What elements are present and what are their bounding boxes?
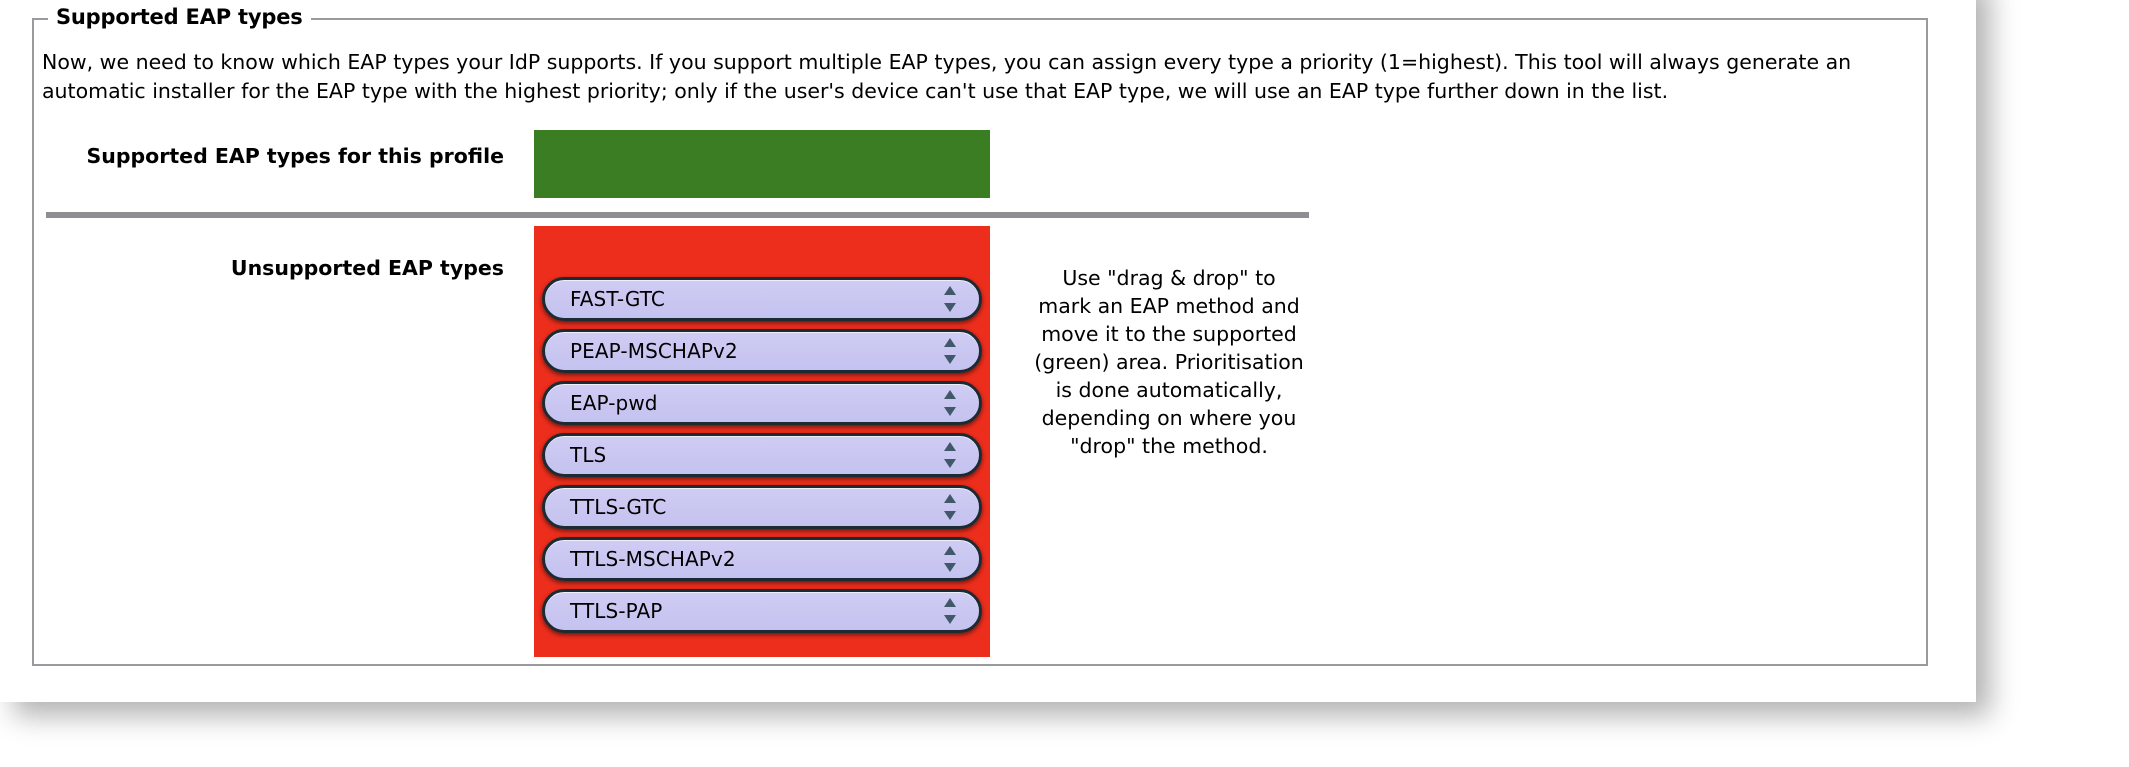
arrow-down-icon xyxy=(944,355,956,364)
supported-eap-types-fieldset: Supported EAP types Now, we need to know… xyxy=(32,5,1928,666)
eap-method-button[interactable]: FAST-GTC xyxy=(542,277,982,321)
eap-method-label: TTLS-GTC xyxy=(570,495,667,519)
eap-method-label: EAP-pwd xyxy=(570,391,658,415)
eap-method-button[interactable]: TTLS-PAP xyxy=(542,589,982,633)
updown-arrows-icon[interactable] xyxy=(943,442,957,468)
updown-arrows-icon[interactable] xyxy=(943,546,957,572)
arrow-down-icon xyxy=(944,615,956,624)
eap-method-button[interactable]: TTLS-MSCHAPv2 xyxy=(542,537,982,581)
eap-method-button[interactable]: EAP-pwd xyxy=(542,381,982,425)
updown-arrows-icon[interactable] xyxy=(943,598,957,624)
updown-arrows-icon[interactable] xyxy=(943,286,957,312)
intro-paragraph: Now, we need to know which EAP types you… xyxy=(42,50,1852,103)
eap-method-label: PEAP-MSCHAPv2 xyxy=(570,339,738,363)
arrow-down-icon xyxy=(944,563,956,572)
eap-method-button[interactable]: TTLS-GTC xyxy=(542,485,982,529)
unsupported-eap-types-label: Unsupported EAP types xyxy=(230,256,504,280)
arrow-down-icon xyxy=(944,407,956,416)
arrow-up-icon xyxy=(944,546,956,555)
window-shell: Supported EAP types Now, we need to know… xyxy=(32,5,1928,666)
arrow-up-icon xyxy=(944,494,956,503)
eap-method-label: TLS xyxy=(570,443,607,467)
section-divider xyxy=(46,212,1309,218)
supported-eap-types-label: Supported EAP types for this profile xyxy=(86,144,504,168)
arrow-down-icon xyxy=(944,511,956,520)
drag-drop-help-text: Use "drag & drop" to mark an EAP method … xyxy=(1034,266,1304,458)
eap-method-button[interactable]: PEAP-MSCHAPv2 xyxy=(542,329,982,373)
supported-row: Supported EAP types for this profile xyxy=(34,130,1926,216)
supported-dropzone[interactable] xyxy=(534,130,990,198)
updown-arrows-icon[interactable] xyxy=(943,338,957,364)
eap-method-label: TTLS-MSCHAPv2 xyxy=(570,547,736,571)
updown-arrows-icon[interactable] xyxy=(943,494,957,520)
arrow-up-icon xyxy=(944,338,956,347)
arrow-up-icon xyxy=(944,442,956,451)
eap-method-label: FAST-GTC xyxy=(570,287,665,311)
updown-arrows-icon[interactable] xyxy=(943,390,957,416)
arrow-up-icon xyxy=(944,286,956,295)
eap-method-button[interactable]: TLS xyxy=(542,433,982,477)
arrow-up-icon xyxy=(944,390,956,399)
eap-method-label: TTLS-PAP xyxy=(570,599,663,623)
arrow-down-icon xyxy=(944,459,956,468)
fieldset-legend: Supported EAP types xyxy=(48,5,311,29)
arrow-up-icon xyxy=(944,598,956,607)
arrow-down-icon xyxy=(944,303,956,312)
